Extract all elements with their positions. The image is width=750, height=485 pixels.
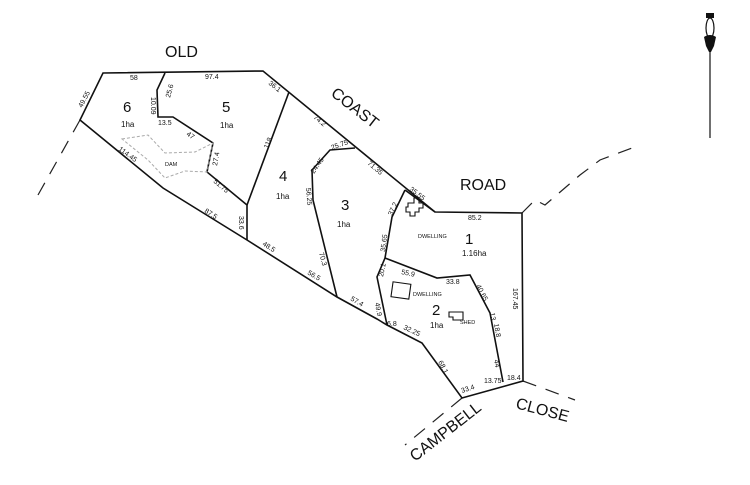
dwelling-lot1-label: DWELLING [418, 234, 447, 240]
lot-3-area: 1ha [337, 220, 351, 229]
dim-label: 167.45 [511, 288, 518, 310]
boundary-lot4-lot3 [311, 147, 356, 298]
dim-label: 37.2 [387, 201, 399, 216]
dim-label: 20.1 [378, 263, 388, 278]
dim-label: 47 [185, 131, 195, 141]
dim-label: 33.8 [446, 279, 460, 286]
dim-label: 13.5 [158, 120, 172, 127]
lot-5-number: 5 [222, 99, 230, 116]
dim-label: 40.65 [474, 284, 488, 303]
dim-label: 85.2 [468, 215, 482, 222]
dwelling-lot2-icon [390, 281, 412, 300]
lot-5-area: 1ha [220, 121, 234, 130]
dwelling-lot1-icon [405, 197, 424, 217]
lot-6-number: 6 [123, 99, 131, 116]
dim-label: 56.25 [304, 188, 313, 206]
dim-label: 44 [492, 359, 500, 368]
dim-label: 33.6 [237, 216, 244, 230]
dim-label: 114.45 [117, 146, 138, 164]
dim-label: 32.25 [402, 324, 421, 338]
road-campbell: CAMPBELL [407, 399, 485, 465]
dim-label: 33.4 [460, 384, 475, 395]
dam-label: DAM [165, 162, 178, 168]
north-arrow-icon [704, 13, 716, 138]
dam-outline [120, 134, 214, 179]
boundary-lot5-lot4 [246, 91, 290, 206]
dim-label: 56.5 [306, 270, 321, 283]
dim-label: 97.4 [205, 74, 219, 81]
dim-label: 18.4 [507, 375, 521, 382]
shed-icon [448, 311, 464, 321]
dim-label: 18.8 [492, 323, 501, 338]
road-road: ROAD [460, 177, 506, 194]
road-coast: COAST [328, 85, 382, 132]
dim-label: 24.45 [310, 157, 326, 175]
dim-label: 27.4 [212, 152, 221, 167]
dim-label: 70.3 [317, 252, 327, 267]
shed-label: SHED [460, 320, 475, 326]
lot-boundaries [156, 72, 504, 383]
dim-label: 74.2 [312, 114, 327, 128]
lot-6-area: 1ha [121, 120, 135, 129]
boundary-lot6-lot5 [156, 72, 248, 240]
dim-label: 118 [263, 137, 274, 150]
dim-label: 13.75 [484, 378, 502, 385]
road-old: OLD [165, 44, 198, 61]
dim-label: 10.09 [149, 97, 156, 115]
dwelling-lot2-label: DWELLING [413, 292, 442, 298]
dim-label: 68.1 [436, 360, 449, 375]
lot-1-area: 1.16ha [462, 249, 487, 258]
dim-label: 6.8 [387, 321, 397, 328]
outer-boundary [79, 70, 524, 399]
dim-label: 87.5 [203, 208, 218, 221]
dim-label: 25.6 [165, 83, 175, 98]
lot-4-area: 1ha [276, 192, 290, 201]
dim-label: 49.9 [373, 302, 382, 317]
dim-label: 57.4 [349, 296, 364, 309]
lot-labels: 1 1.16ha 2 1ha 3 1ha 4 1ha 5 1ha 6 1ha [121, 99, 487, 330]
lot-3-number: 3 [341, 197, 349, 214]
dim-label: 48.5 [261, 241, 276, 254]
dim-label: 58 [130, 75, 138, 82]
dim-label: 71.35 [366, 160, 384, 177]
boundary-lot1-lot2 [384, 257, 504, 383]
dim-label: 55.9 [401, 269, 416, 279]
dim-label: 36.1 [267, 80, 282, 94]
adjoining-boundaries [37, 119, 641, 446]
dim-label: 51.75 [212, 178, 230, 195]
lot-1-number: 1 [465, 231, 473, 248]
lot-2-number: 2 [432, 302, 440, 319]
dim-label: 13 [488, 312, 496, 321]
boundary-lot1-west [404, 189, 436, 213]
dimension-labels: 58 97.4 36.1 49.55 25.6 10.09 13.5 47 27… [78, 74, 521, 395]
lot-4-number: 4 [279, 168, 287, 185]
road-close: CLOSE [514, 395, 571, 425]
dim-label: 35.65 [380, 234, 389, 252]
lot-2-area: 1ha [430, 321, 444, 330]
